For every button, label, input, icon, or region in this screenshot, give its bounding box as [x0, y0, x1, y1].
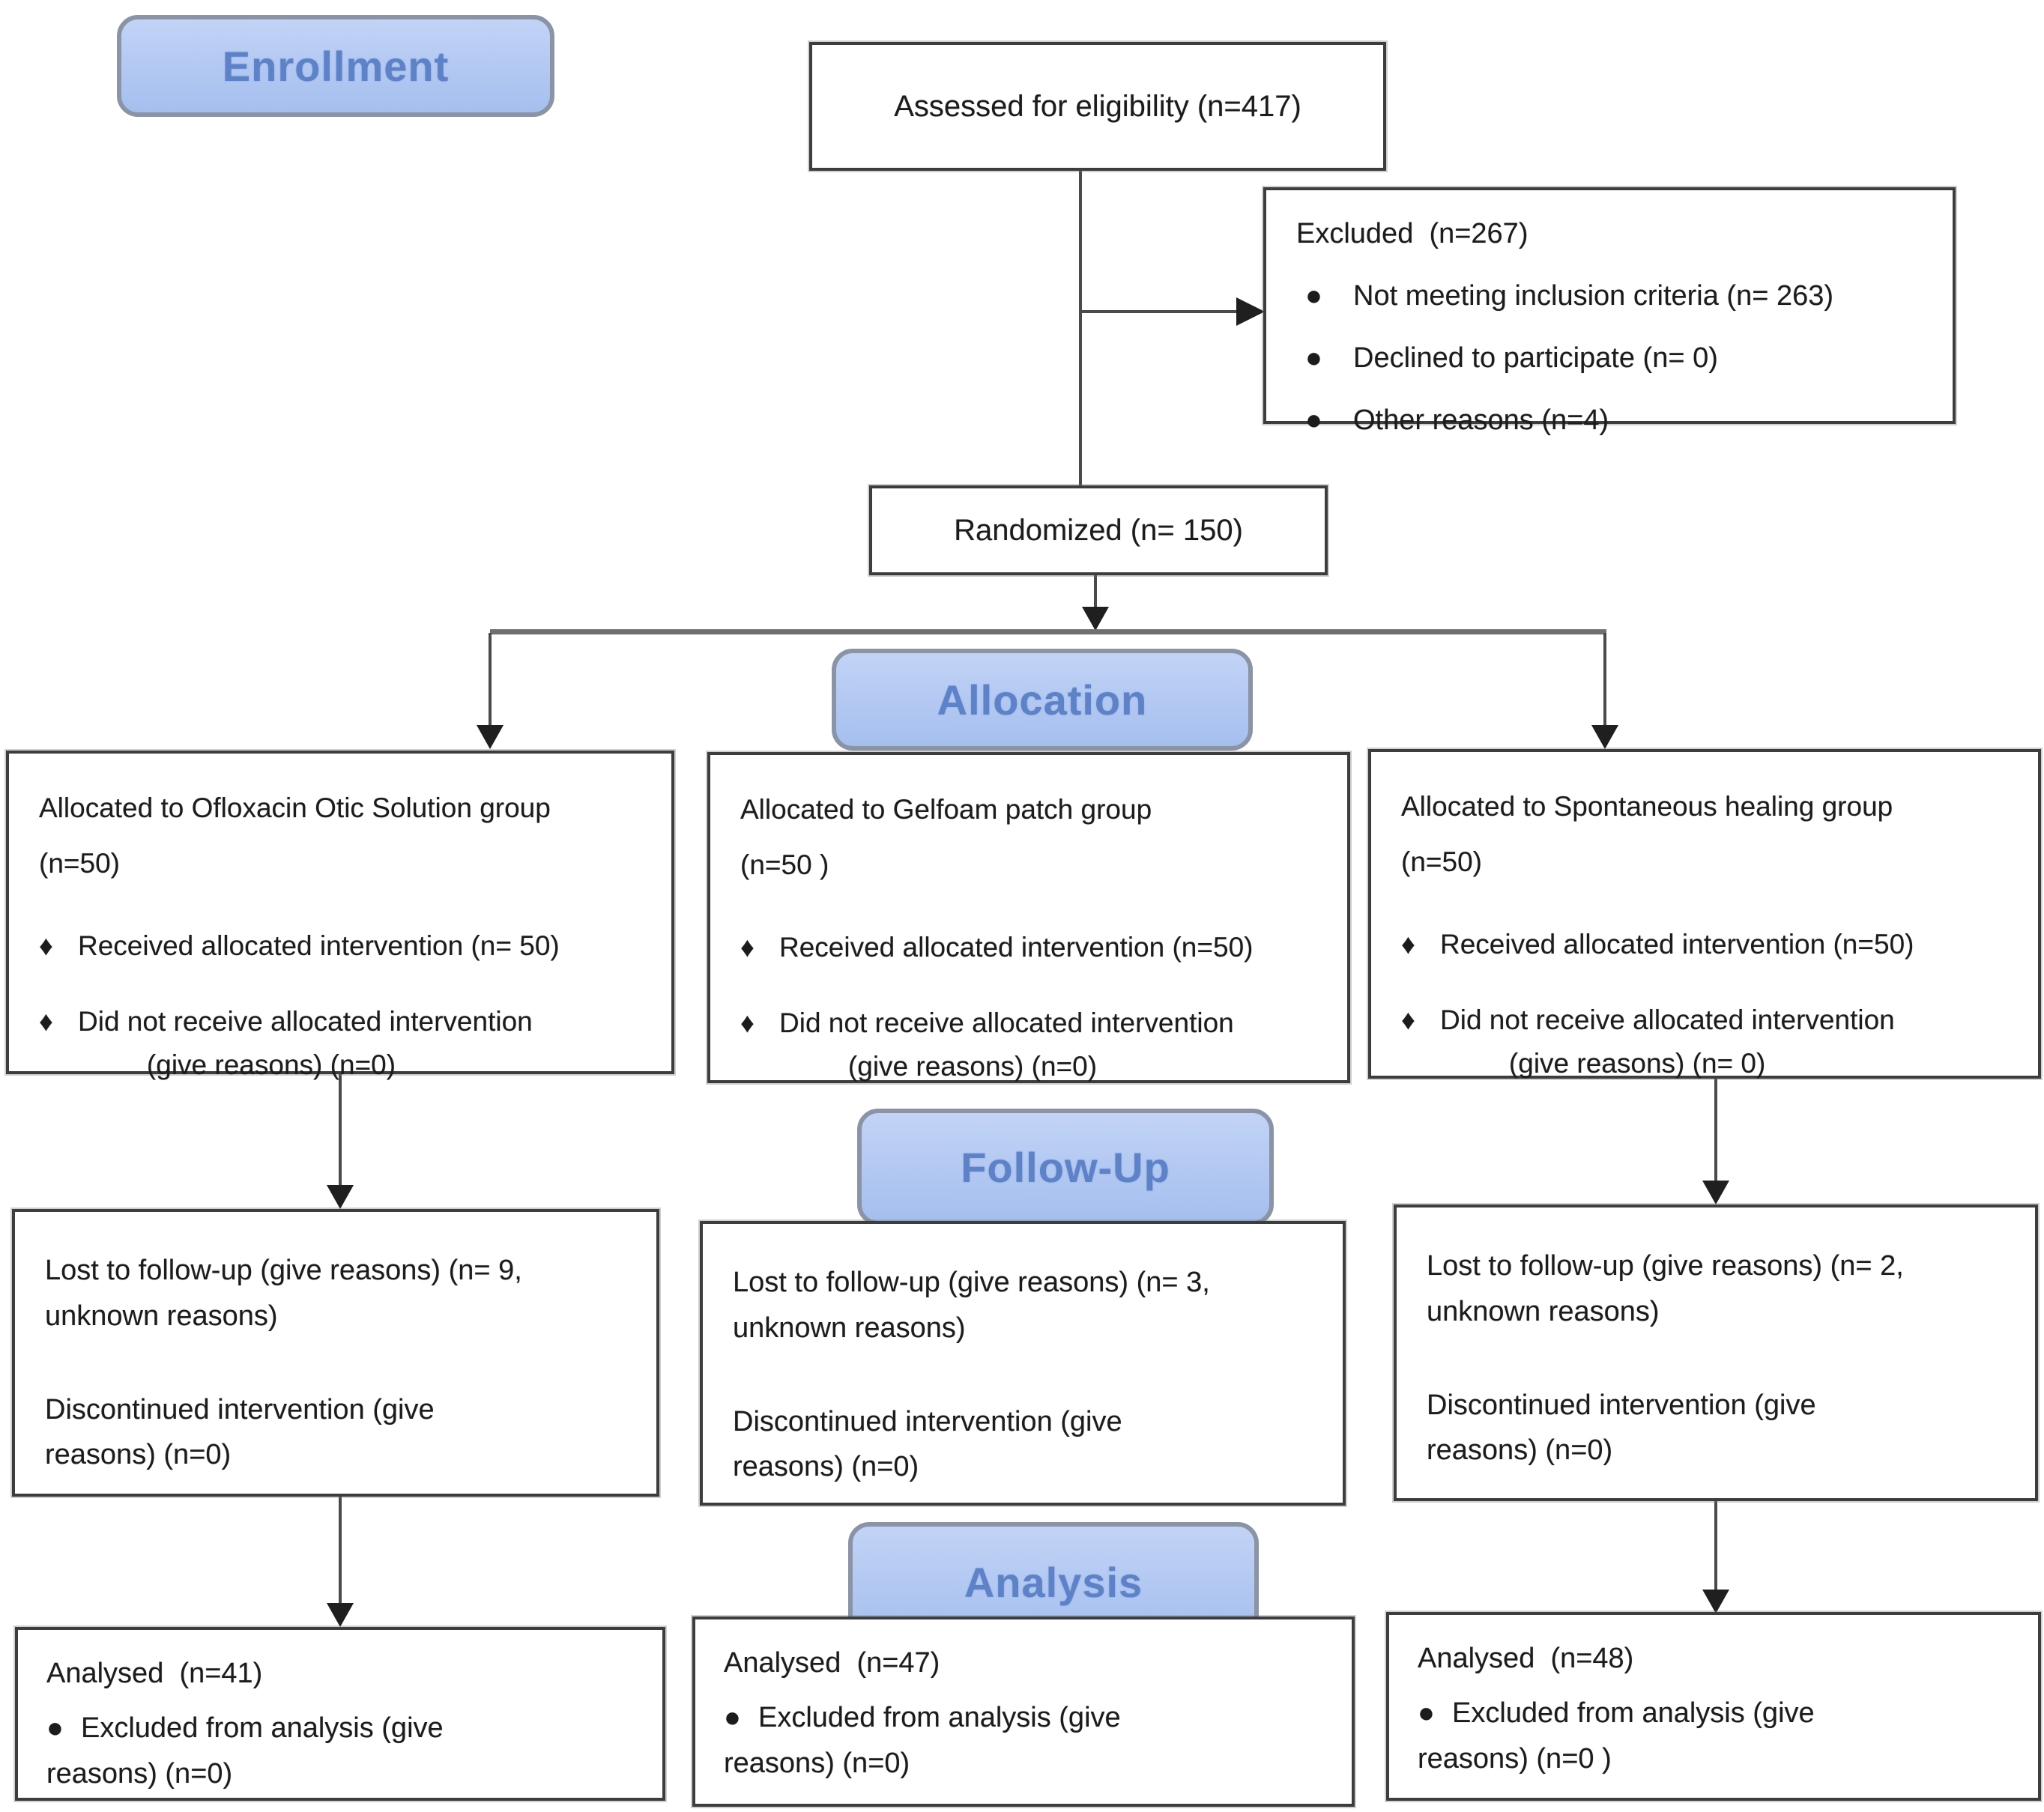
- assessed-text: Assessed for eligibility (n=417): [894, 90, 1301, 123]
- allocation-detail: Did not receive allocated intervention (…: [78, 1006, 533, 1080]
- diamond-bullet-icon: ♦: [740, 1007, 755, 1039]
- box-analysis-spontaneous: Analysed (n=48) ●Excluded from analysis …: [1386, 1612, 2041, 1801]
- analysis-exclusion-text: Excluded from analysis (give reasons) (n…: [1418, 1697, 1815, 1775]
- down-arrowhead-followup-right: [1702, 1181, 1729, 1205]
- box-randomized: Randomized (n= 150): [869, 485, 1328, 575]
- allocation-detail: Did not receive allocated intervention (…: [779, 1007, 1234, 1082]
- list-item: ● Not meeting inclusion criteria (n= 263): [1305, 275, 1923, 318]
- down-arrowhead-followup-left: [327, 1185, 354, 1209]
- allocation-title: Allocated to Gelfoam patch group (n=50 ): [740, 794, 1152, 880]
- box-allocation-gelfoam: Allocated to Gelfoam patch group (n=50 )…: [707, 752, 1350, 1083]
- excluded-title: Excluded (n=267): [1296, 218, 1529, 249]
- allocation-detail: Received allocated intervention (n=50): [779, 932, 1254, 963]
- box-followup-spontaneous: Lost to follow-up (give reasons) (n= 2, …: [1394, 1205, 2038, 1501]
- analysis-exclusion-line: ●Excluded from analysis (give reasons) (…: [1418, 1691, 2010, 1782]
- box-followup-ofloxacin: Lost to follow-up (give reasons) (n= 9, …: [12, 1209, 659, 1497]
- excluded-reason: Not meeting inclusion criteria (n= 263): [1353, 280, 1834, 312]
- connector-alloc-to-followup-right: [1714, 1079, 1717, 1182]
- down-arrowhead-analysis-right: [1702, 1590, 1729, 1613]
- connector-followup-to-analysis-right: [1714, 1501, 1717, 1591]
- allocation-detail: Did not receive allocated intervention (…: [1440, 1005, 1895, 1079]
- analysis-exclusion-text: Excluded from analysis (give reasons) (n…: [46, 1712, 444, 1790]
- list-item: ♦ Received allocated intervention (n= 50): [39, 924, 641, 967]
- connector-followup-to-analysis-left: [339, 1495, 342, 1605]
- phase-badge-enrollment: Enrollment: [117, 15, 554, 117]
- connector-split-to-alloc-right: [1603, 633, 1606, 727]
- analysed-title: Analysed (n=47): [724, 1647, 940, 1679]
- allocation-detail: Received allocated intervention (n=50): [1440, 929, 1914, 960]
- box-followup-gelfoam: Lost to follow-up (give reasons) (n= 3, …: [700, 1221, 1346, 1506]
- allocation-detail: Received allocated intervention (n= 50): [78, 930, 560, 961]
- analysed-title: Analysed (n=48): [1418, 1643, 1634, 1674]
- excluded-reason: Declined to participate (n= 0): [1353, 342, 1718, 374]
- bullet-icon: ●: [46, 1712, 64, 1744]
- down-arrowhead-split: [1082, 607, 1109, 631]
- lost-to-followup-text: Lost to follow-up (give reasons) (n= 9, …: [45, 1255, 522, 1332]
- list-item: ● Other reasons (n=4): [1305, 399, 1923, 442]
- list-item: ♦ Did not receive allocated intervention …: [39, 1000, 641, 1086]
- diamond-bullet-icon: ♦: [740, 932, 755, 963]
- down-arrowhead-alloc-right: [1591, 725, 1618, 749]
- lost-to-followup-text: Lost to follow-up (give reasons) (n= 2, …: [1427, 1250, 1904, 1327]
- box-analysis-ofloxacin: Analysed (n=41) ●Excluded from analysis …: [15, 1627, 665, 1801]
- phase-badge-followup: Follow-Up: [857, 1109, 1274, 1225]
- list-item: ♦ Did not receive allocated intervention …: [740, 1002, 1317, 1088]
- bullet-icon: ●: [1305, 342, 1322, 374]
- randomized-text: Randomized (n= 150): [954, 514, 1243, 547]
- analysis-exclusion-line: ●Excluded from analysis (give reasons) (…: [46, 1706, 634, 1797]
- list-item: ● Declined to participate (n= 0): [1305, 337, 1923, 380]
- box-analysis-gelfoam: Analysed (n=47) ●Excluded from analysis …: [692, 1616, 1355, 1807]
- list-item: ♦ Did not receive allocated intervention …: [1401, 999, 2008, 1085]
- down-arrowhead-analysis-left: [327, 1603, 354, 1627]
- connector-alloc-to-followup-left: [339, 1073, 342, 1187]
- box-allocation-spontaneous: Allocated to Spontaneous healing group (…: [1368, 749, 2041, 1079]
- connector-split-to-alloc-left: [489, 633, 492, 727]
- right-arrowhead-excluded: [1236, 297, 1265, 326]
- diamond-bullet-icon: ♦: [39, 1006, 53, 1037]
- box-allocation-ofloxacin: Allocated to Ofloxacin Otic Solution gro…: [6, 751, 674, 1080]
- connector-assessed-to-randomized: [1079, 171, 1082, 487]
- discontinued-text: Discontinued intervention (give reasons)…: [733, 1405, 1122, 1483]
- allocation-detail-list: ♦ Received allocated intervention (n= 50)…: [39, 924, 641, 1086]
- discontinued-text: Discontinued intervention (give reasons)…: [45, 1393, 435, 1471]
- lost-to-followup-text: Lost to follow-up (give reasons) (n= 3, …: [733, 1267, 1210, 1344]
- discontinued-text: Discontinued intervention (give reasons)…: [1427, 1389, 1816, 1467]
- connector-branch-to-excluded: [1079, 310, 1241, 313]
- bullet-icon: ●: [1305, 280, 1322, 312]
- phase-badge-allocation: Allocation: [832, 649, 1253, 751]
- analysis-exclusion-line: ●Excluded from analysis (give reasons) (…: [724, 1695, 1323, 1787]
- allocation-title: Allocated to Spontaneous healing group (…: [1401, 791, 1893, 877]
- box-excluded: Excluded (n=267) ● Not meeting inclusion …: [1263, 187, 1956, 436]
- diamond-bullet-icon: ♦: [39, 930, 53, 961]
- bullet-icon: ●: [724, 1702, 741, 1733]
- connector-allocation-split: [490, 629, 1606, 634]
- bullet-icon: ●: [1305, 404, 1322, 436]
- list-item: ♦ Received allocated intervention (n=50): [740, 926, 1317, 969]
- analysis-exclusion-text: Excluded from analysis (give reasons) (n…: [724, 1702, 1121, 1779]
- excluded-reason-list: ● Not meeting inclusion criteria (n= 263)…: [1305, 275, 1923, 442]
- box-assessed-eligibility: Assessed for eligibility (n=417): [809, 42, 1386, 171]
- down-arrowhead-alloc-left: [477, 725, 504, 749]
- diamond-bullet-icon: ♦: [1401, 1005, 1415, 1036]
- diamond-bullet-icon: ♦: [1401, 929, 1415, 960]
- analysed-title: Analysed (n=41): [46, 1658, 263, 1689]
- allocation-detail-list: ♦Received allocated intervention (n=50) …: [740, 926, 1317, 1088]
- allocation-title: Allocated to Ofloxacin Otic Solution gro…: [39, 793, 551, 879]
- bullet-icon: ●: [1418, 1697, 1435, 1729]
- excluded-reason: Other reasons (n=4): [1353, 404, 1609, 436]
- allocation-detail-list: ♦Received allocated intervention (n=50) …: [1401, 923, 2008, 1085]
- list-item: ♦ Received allocated intervention (n=50): [1401, 923, 2008, 966]
- connector-randomized-to-split: [1094, 574, 1097, 610]
